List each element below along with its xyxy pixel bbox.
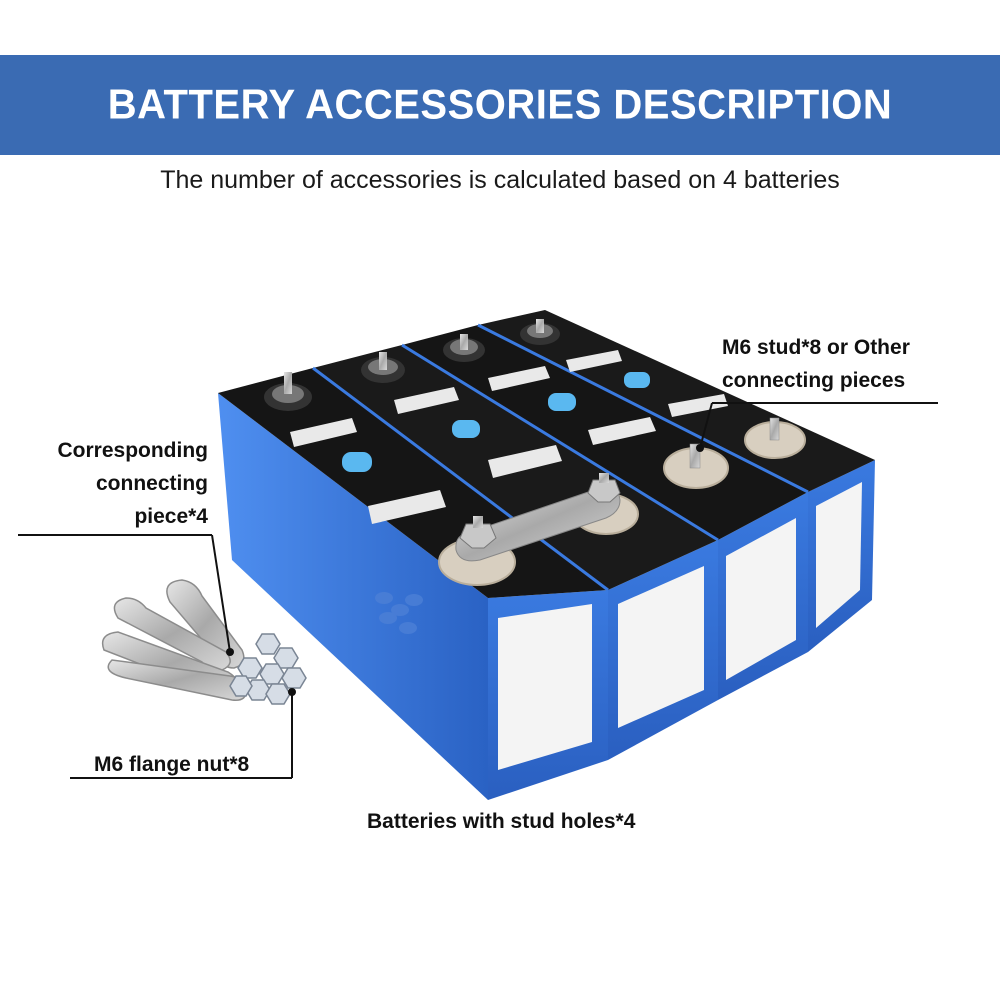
label-piece-line2: connecting [95, 472, 208, 495]
battery-front-faces [488, 460, 875, 800]
label-piece-line1: Corresponding [57, 439, 209, 462]
label-batteries: Batteries with stud holes*4 [367, 810, 636, 833]
page-subtitle: The number of accessories is calculated … [160, 166, 840, 194]
leader-line-stud-horizontal [712, 402, 938, 404]
label-flange-nut: M6 flange nut*8 [94, 753, 250, 776]
battery-stickers [290, 350, 728, 524]
label-stud: M6 stud*8 or Other connecting pieces [722, 331, 910, 397]
vent-icon [342, 372, 650, 472]
terminal-icon [264, 319, 560, 411]
label-stud-line1: M6 stud*8 or Other [722, 336, 910, 359]
label-stud-line2: connecting pieces [722, 369, 906, 392]
connecting-piece-icon [101, 579, 247, 701]
page-title: BATTERY ACCESSORIES DESCRIPTION [107, 81, 893, 128]
stud-icon [459, 417, 780, 549]
label-connecting-piece: Corresponding connecting piece*4 [20, 434, 209, 533]
battery-pack-side [218, 393, 488, 800]
flange-nut-icon [229, 633, 307, 705]
header-banner: BATTERY ACCESSORIES DESCRIPTION [0, 55, 1000, 155]
flange-nut-icon [375, 592, 423, 634]
label-piece-line3: piece*4 [134, 505, 208, 528]
